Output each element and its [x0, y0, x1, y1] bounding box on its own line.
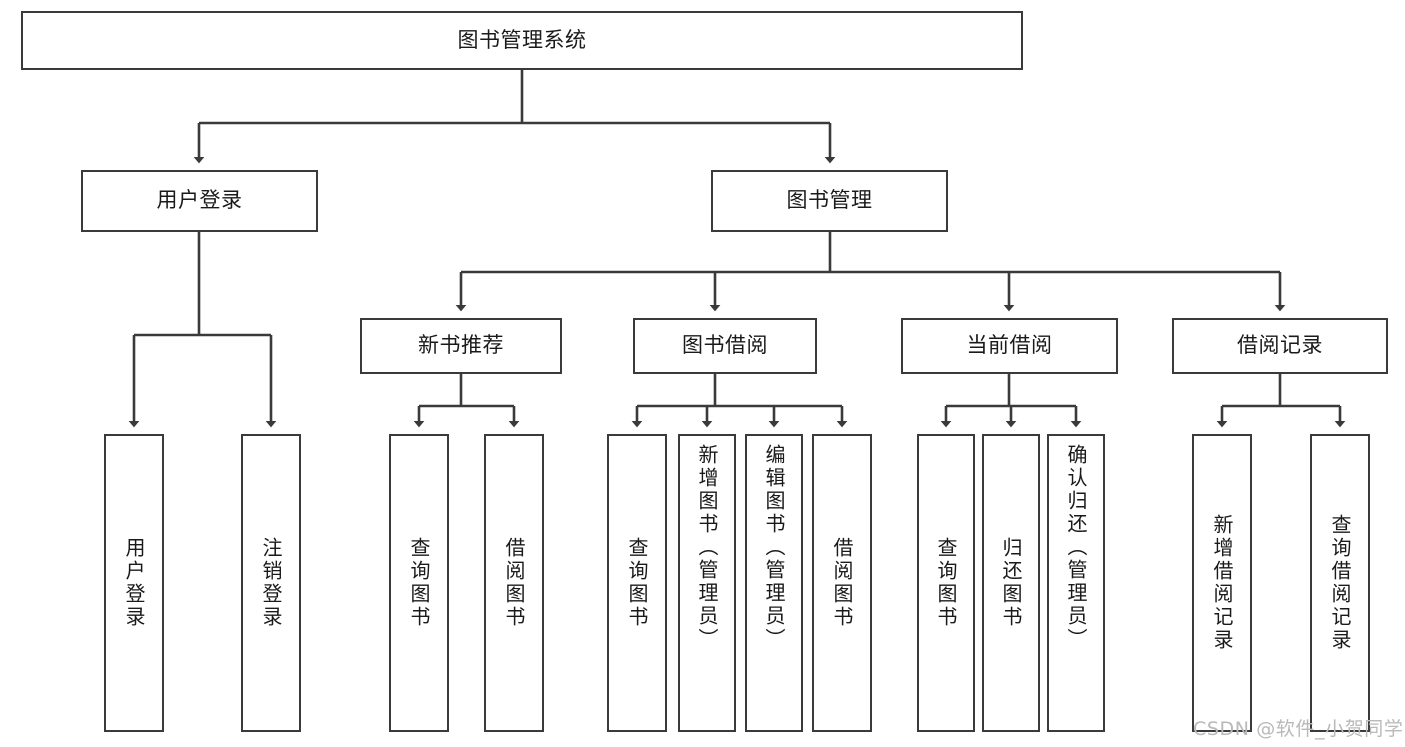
leaf-borrow-query-book-label: 查询图书	[625, 537, 649, 629]
leaf-borrow-borrow-book[interactable]: 借阅图书	[812, 434, 872, 732]
node-borrow-record-label: 借阅记录	[1237, 333, 1323, 358]
leaf-borrow-add-book-admin-label: 新增图书（管理员）	[695, 444, 719, 651]
leaf-new-book-borrow-label: 借阅图书	[502, 537, 526, 629]
leaf-current-return-book-label: 归还图书	[999, 537, 1023, 629]
leaf-user-login-login-label: 用户登录	[122, 537, 146, 629]
node-new-book-recommend-label: 新书推荐	[418, 333, 504, 358]
leaf-user-login-logout-label: 注销登录	[259, 537, 283, 629]
leaf-current-return-book[interactable]: 归还图书	[982, 434, 1040, 732]
leaf-record-query-record[interactable]: 查询借阅记录	[1310, 434, 1370, 732]
leaf-new-book-query[interactable]: 查询图书	[389, 434, 449, 732]
csdn-watermark: CSDN @软件_小贺同学	[1193, 718, 1404, 740]
node-current-borrow[interactable]: 当前借阅	[901, 318, 1118, 374]
leaf-current-confirm-return-admin[interactable]: 确认归还（管理员）	[1047, 434, 1105, 732]
node-book-borrow[interactable]: 图书借阅	[633, 318, 817, 374]
leaf-new-book-borrow[interactable]: 借阅图书	[484, 434, 544, 732]
leaf-record-add-record[interactable]: 新增借阅记录	[1192, 434, 1252, 732]
leaf-user-login-login[interactable]: 用户登录	[104, 434, 164, 732]
node-borrow-record[interactable]: 借阅记录	[1172, 318, 1388, 374]
node-user-login[interactable]: 用户登录	[81, 170, 318, 232]
node-book-management[interactable]: 图书管理	[711, 170, 948, 232]
leaf-current-query-book[interactable]: 查询图书	[917, 434, 975, 732]
node-root-label: 图书管理系统	[457, 27, 587, 52]
leaf-borrow-borrow-book-label: 借阅图书	[830, 537, 854, 629]
leaf-current-query-book-label: 查询图书	[934, 537, 958, 629]
leaf-borrow-query-book[interactable]: 查询图书	[607, 434, 667, 732]
leaf-new-book-query-label: 查询图书	[407, 537, 431, 629]
node-user-login-label: 用户登录	[156, 188, 243, 213]
leaf-record-query-record-label: 查询借阅记录	[1328, 514, 1352, 652]
leaf-borrow-add-book-admin[interactable]: 新增图书（管理员）	[678, 434, 736, 732]
leaf-current-confirm-return-admin-label: 确认归还（管理员）	[1064, 444, 1088, 651]
node-new-book-recommend[interactable]: 新书推荐	[360, 318, 562, 374]
node-root-book-management-system[interactable]: 图书管理系统	[21, 11, 1023, 70]
node-book-borrow-label: 图书借阅	[682, 333, 768, 358]
node-book-management-label: 图书管理	[786, 188, 873, 213]
leaf-user-login-logout[interactable]: 注销登录	[241, 434, 301, 732]
leaf-borrow-edit-book-admin-label: 编辑图书（管理员）	[762, 444, 786, 651]
leaf-borrow-edit-book-admin[interactable]: 编辑图书（管理员）	[745, 434, 803, 732]
leaf-record-add-record-label: 新增借阅记录	[1210, 514, 1234, 652]
node-current-borrow-label: 当前借阅	[966, 333, 1053, 358]
